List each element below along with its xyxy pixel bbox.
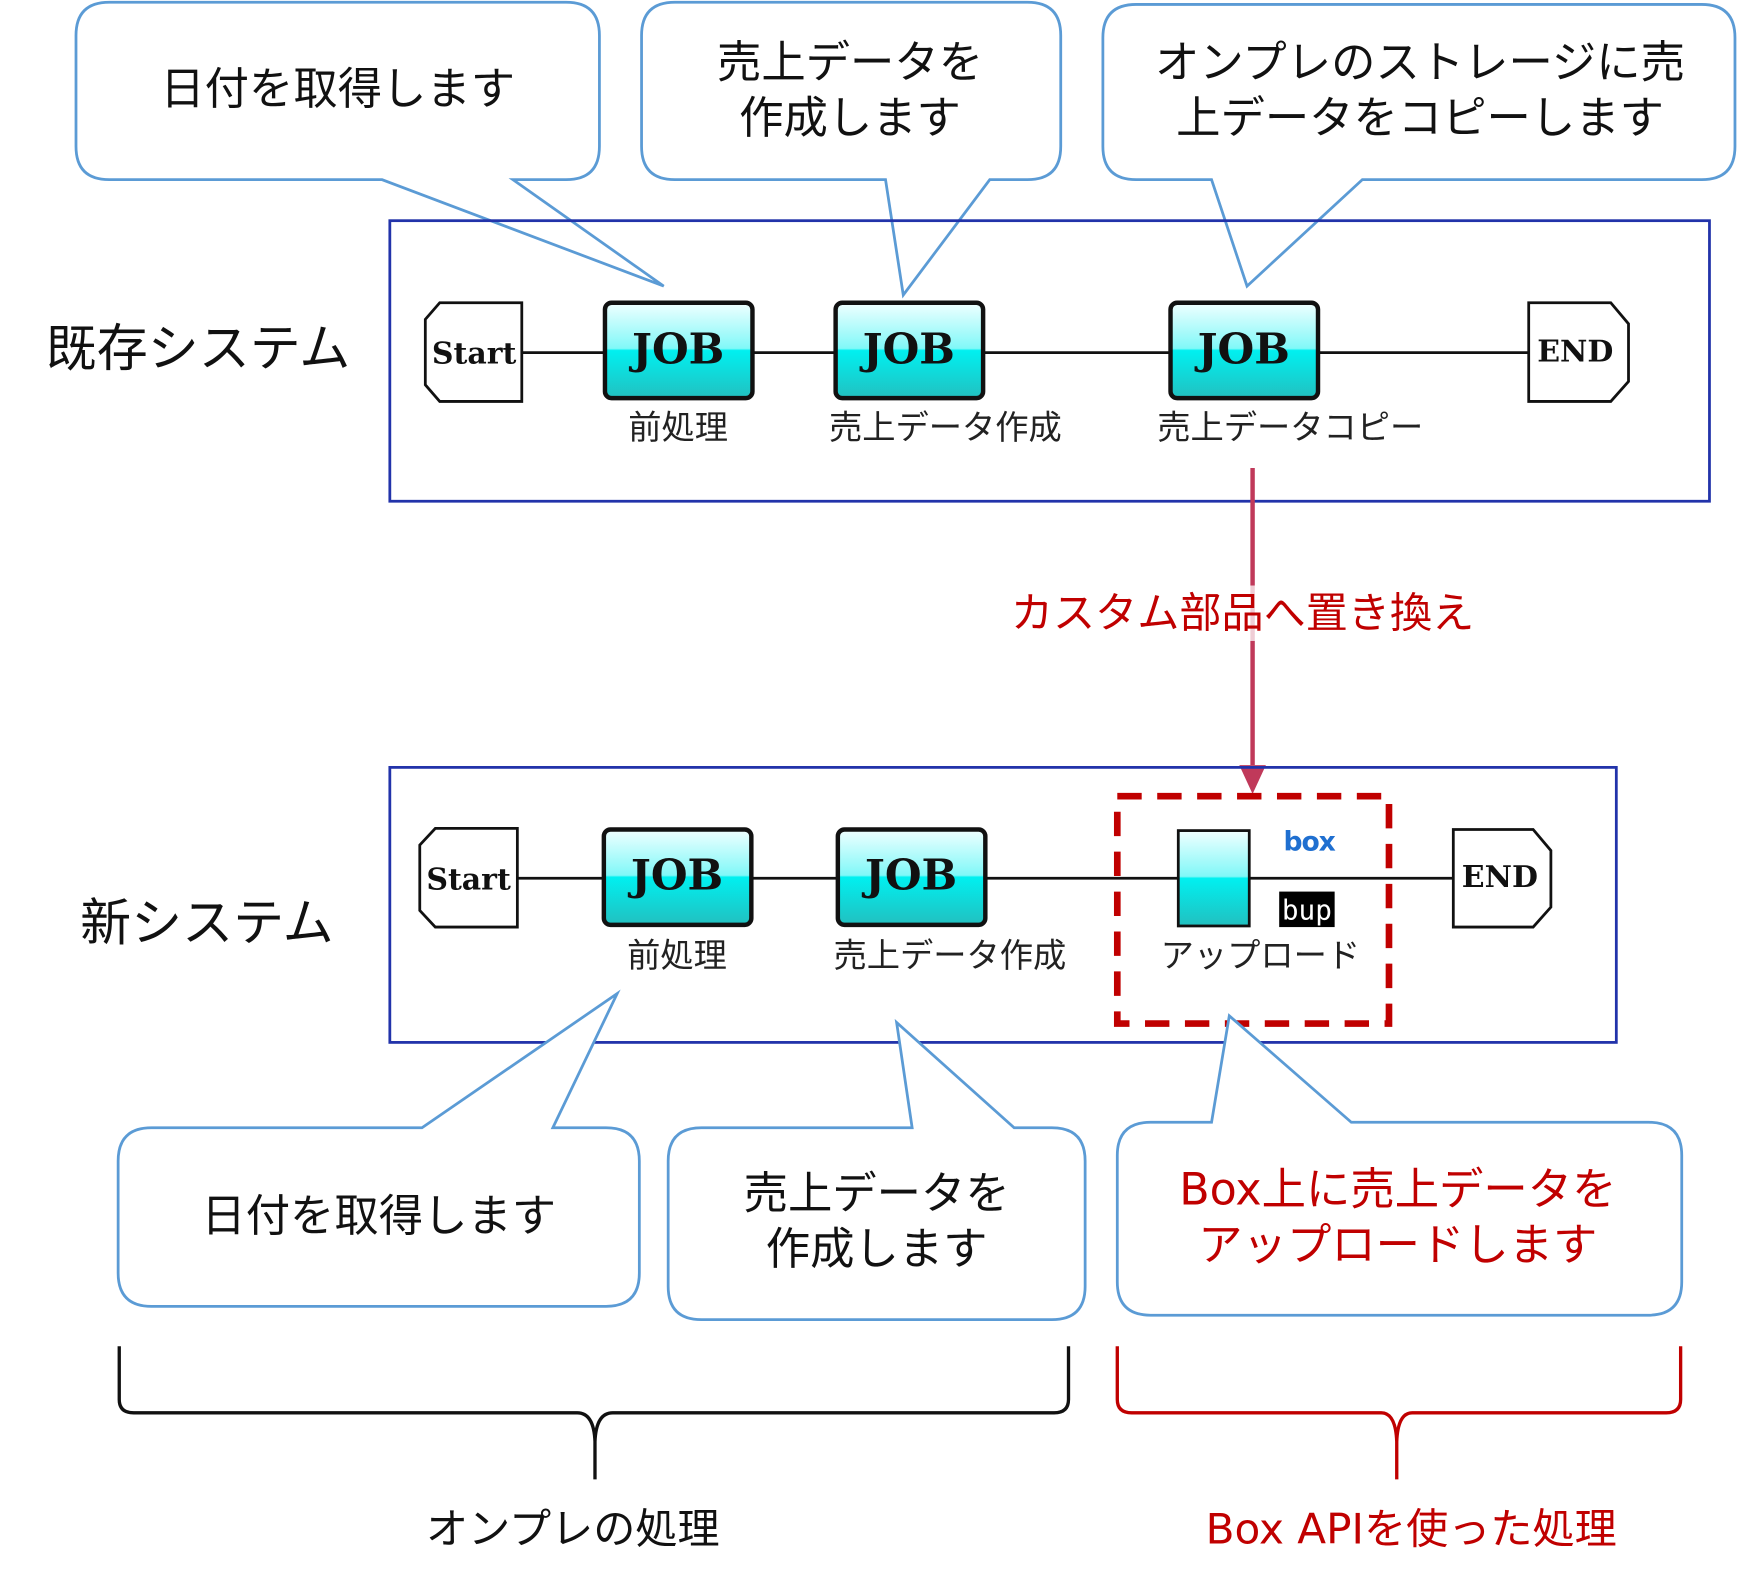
job-caption: 前処理 (628, 408, 728, 447)
job-node-preprocess[interactable]: JOB 前処理 (602, 300, 755, 447)
balloon-text-line: アップロードします (1198, 1220, 1597, 1271)
balloon-text-line: 日付を取得します (201, 1191, 556, 1242)
end-node[interactable]: END (1451, 828, 1553, 929)
custom-part-icon (1176, 829, 1251, 928)
job-caption: 売上データコピー (1157, 408, 1423, 447)
balloon-shape (666, 1018, 1087, 1322)
bottom-balloon-3: Box上に売上データを アップロードします (1115, 1013, 1684, 1317)
start-node[interactable]: Start (423, 301, 524, 403)
balloon-text-line: 上データをコピーします (1176, 93, 1664, 144)
end-label: END (1462, 860, 1538, 895)
job-icon-label: JOB (861, 849, 957, 899)
job-icon-label: JOB (628, 324, 724, 374)
balloon-text-line: 売上データを (744, 1169, 1010, 1220)
top-balloon-1: 日付を取得します (74, 0, 665, 288)
balloon-text-line: 売上データを (717, 38, 983, 89)
bup-badge-text: bup (1282, 893, 1332, 926)
start-label: Start (426, 862, 511, 897)
box-logo-icon: box (1284, 827, 1336, 858)
start-label: Start (432, 337, 517, 372)
existing-system-label: 既存システム (46, 320, 350, 379)
job-caption: 売上データ作成 (833, 936, 1066, 975)
top-balloon-2: 売上データを 作成します (640, 0, 1063, 299)
job-node-preprocess[interactable]: JOB 前処理 (601, 827, 754, 975)
arrow-head-icon (1239, 765, 1266, 794)
system-frame-border (388, 765, 1618, 1044)
job-node-create-sales-data[interactable]: JOB 売上データ作成 (829, 300, 1062, 447)
end-node[interactable]: END (1527, 301, 1630, 403)
job-caption: 前処理 (627, 936, 727, 975)
job-node-create-sales-data[interactable]: JOB 売上データ作成 (833, 827, 1066, 975)
custom-part-upload[interactable]: box bup アップロード (1161, 827, 1361, 975)
job-icon-label: JOB (859, 324, 955, 374)
boxapi-group-label: Box APIを使った処理 (1206, 1505, 1617, 1554)
new-system-frame: Start JOB 前処理 JOB 売上データ作成 box bup アップロード… (388, 765, 1618, 1044)
job-icon-label: JOB (1194, 324, 1290, 374)
balloon-text-line: 作成します (766, 1224, 988, 1275)
balloon-text-line: オンプレのストレージに売 (1155, 38, 1685, 89)
brace-shape (1115, 1346, 1683, 1480)
bup-badge-icon (1279, 891, 1335, 928)
brace-shape (117, 1346, 1071, 1480)
system-frame-border (388, 219, 1711, 503)
replace-note: カスタム部品へ置き換え (1011, 589, 1474, 638)
label-backdrop (991, 585, 1503, 641)
onprem-group-label: オンプレの処理 (426, 1505, 720, 1554)
custom-part-caption: アップロード (1161, 936, 1361, 975)
balloon-shape (116, 989, 641, 1308)
custom-part-highlight (1113, 792, 1393, 1027)
onprem-brace: オンプレの処理 (117, 1346, 1071, 1554)
existing-system-frame: Start JOB 前処理 JOB 売上データ作成 JOB 売上データコピー E… (388, 219, 1711, 503)
balloon-shape (1101, 3, 1737, 289)
balloon-shape (1115, 1013, 1684, 1317)
start-node[interactable]: Start (418, 826, 519, 929)
balloon-text-line: 作成します (739, 93, 961, 144)
job-caption: 売上データ作成 (829, 408, 1062, 447)
end-label: END (1537, 335, 1613, 370)
replace-arrow: カスタム部品へ置き換え (991, 467, 1503, 794)
bottom-balloon-1: 日付を取得します (116, 989, 641, 1308)
balloon-text-line: Box上に売上データを (1179, 1164, 1616, 1215)
balloon-shape (74, 0, 665, 288)
balloon-text-line: 日付を取得します (160, 64, 515, 115)
bottom-balloon-2: 売上データを 作成します (666, 1018, 1087, 1322)
new-system-label: 新システム (80, 894, 333, 953)
job-icon-label: JOB (627, 849, 723, 899)
top-balloon-3: オンプレのストレージに売 上データをコピーします (1101, 3, 1737, 289)
job-node-copy-sales-data[interactable]: JOB 売上データコピー (1157, 300, 1423, 447)
boxapi-brace: Box APIを使った処理 (1115, 1346, 1683, 1554)
